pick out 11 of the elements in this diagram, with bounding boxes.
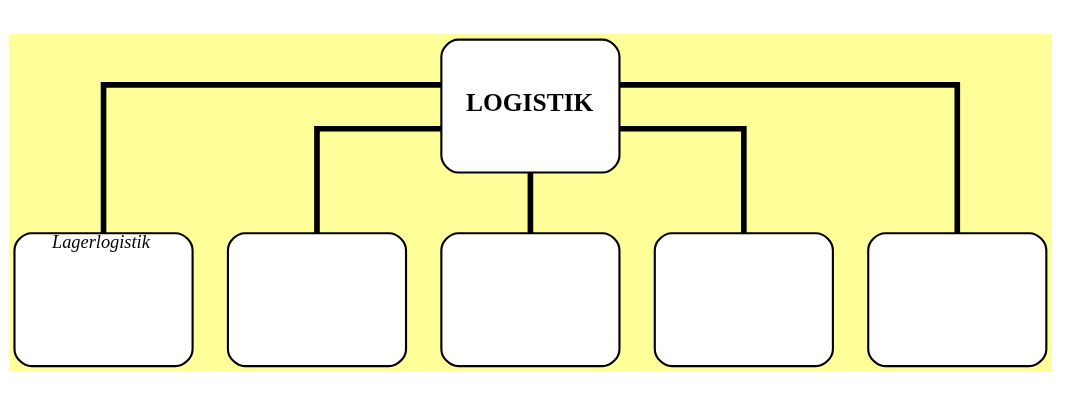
connector: [314, 125, 442, 234]
node-box: [653, 232, 834, 368]
node-box: [226, 232, 408, 368]
connector: [527, 172, 534, 233]
node-box: [867, 232, 1048, 368]
node-box: Lagerlogistik: [13, 232, 194, 368]
node-box: [440, 232, 621, 368]
connector: [619, 125, 747, 234]
connector: [619, 82, 961, 233]
node-box: LOGISTIK: [440, 38, 621, 174]
connector: [100, 82, 441, 233]
